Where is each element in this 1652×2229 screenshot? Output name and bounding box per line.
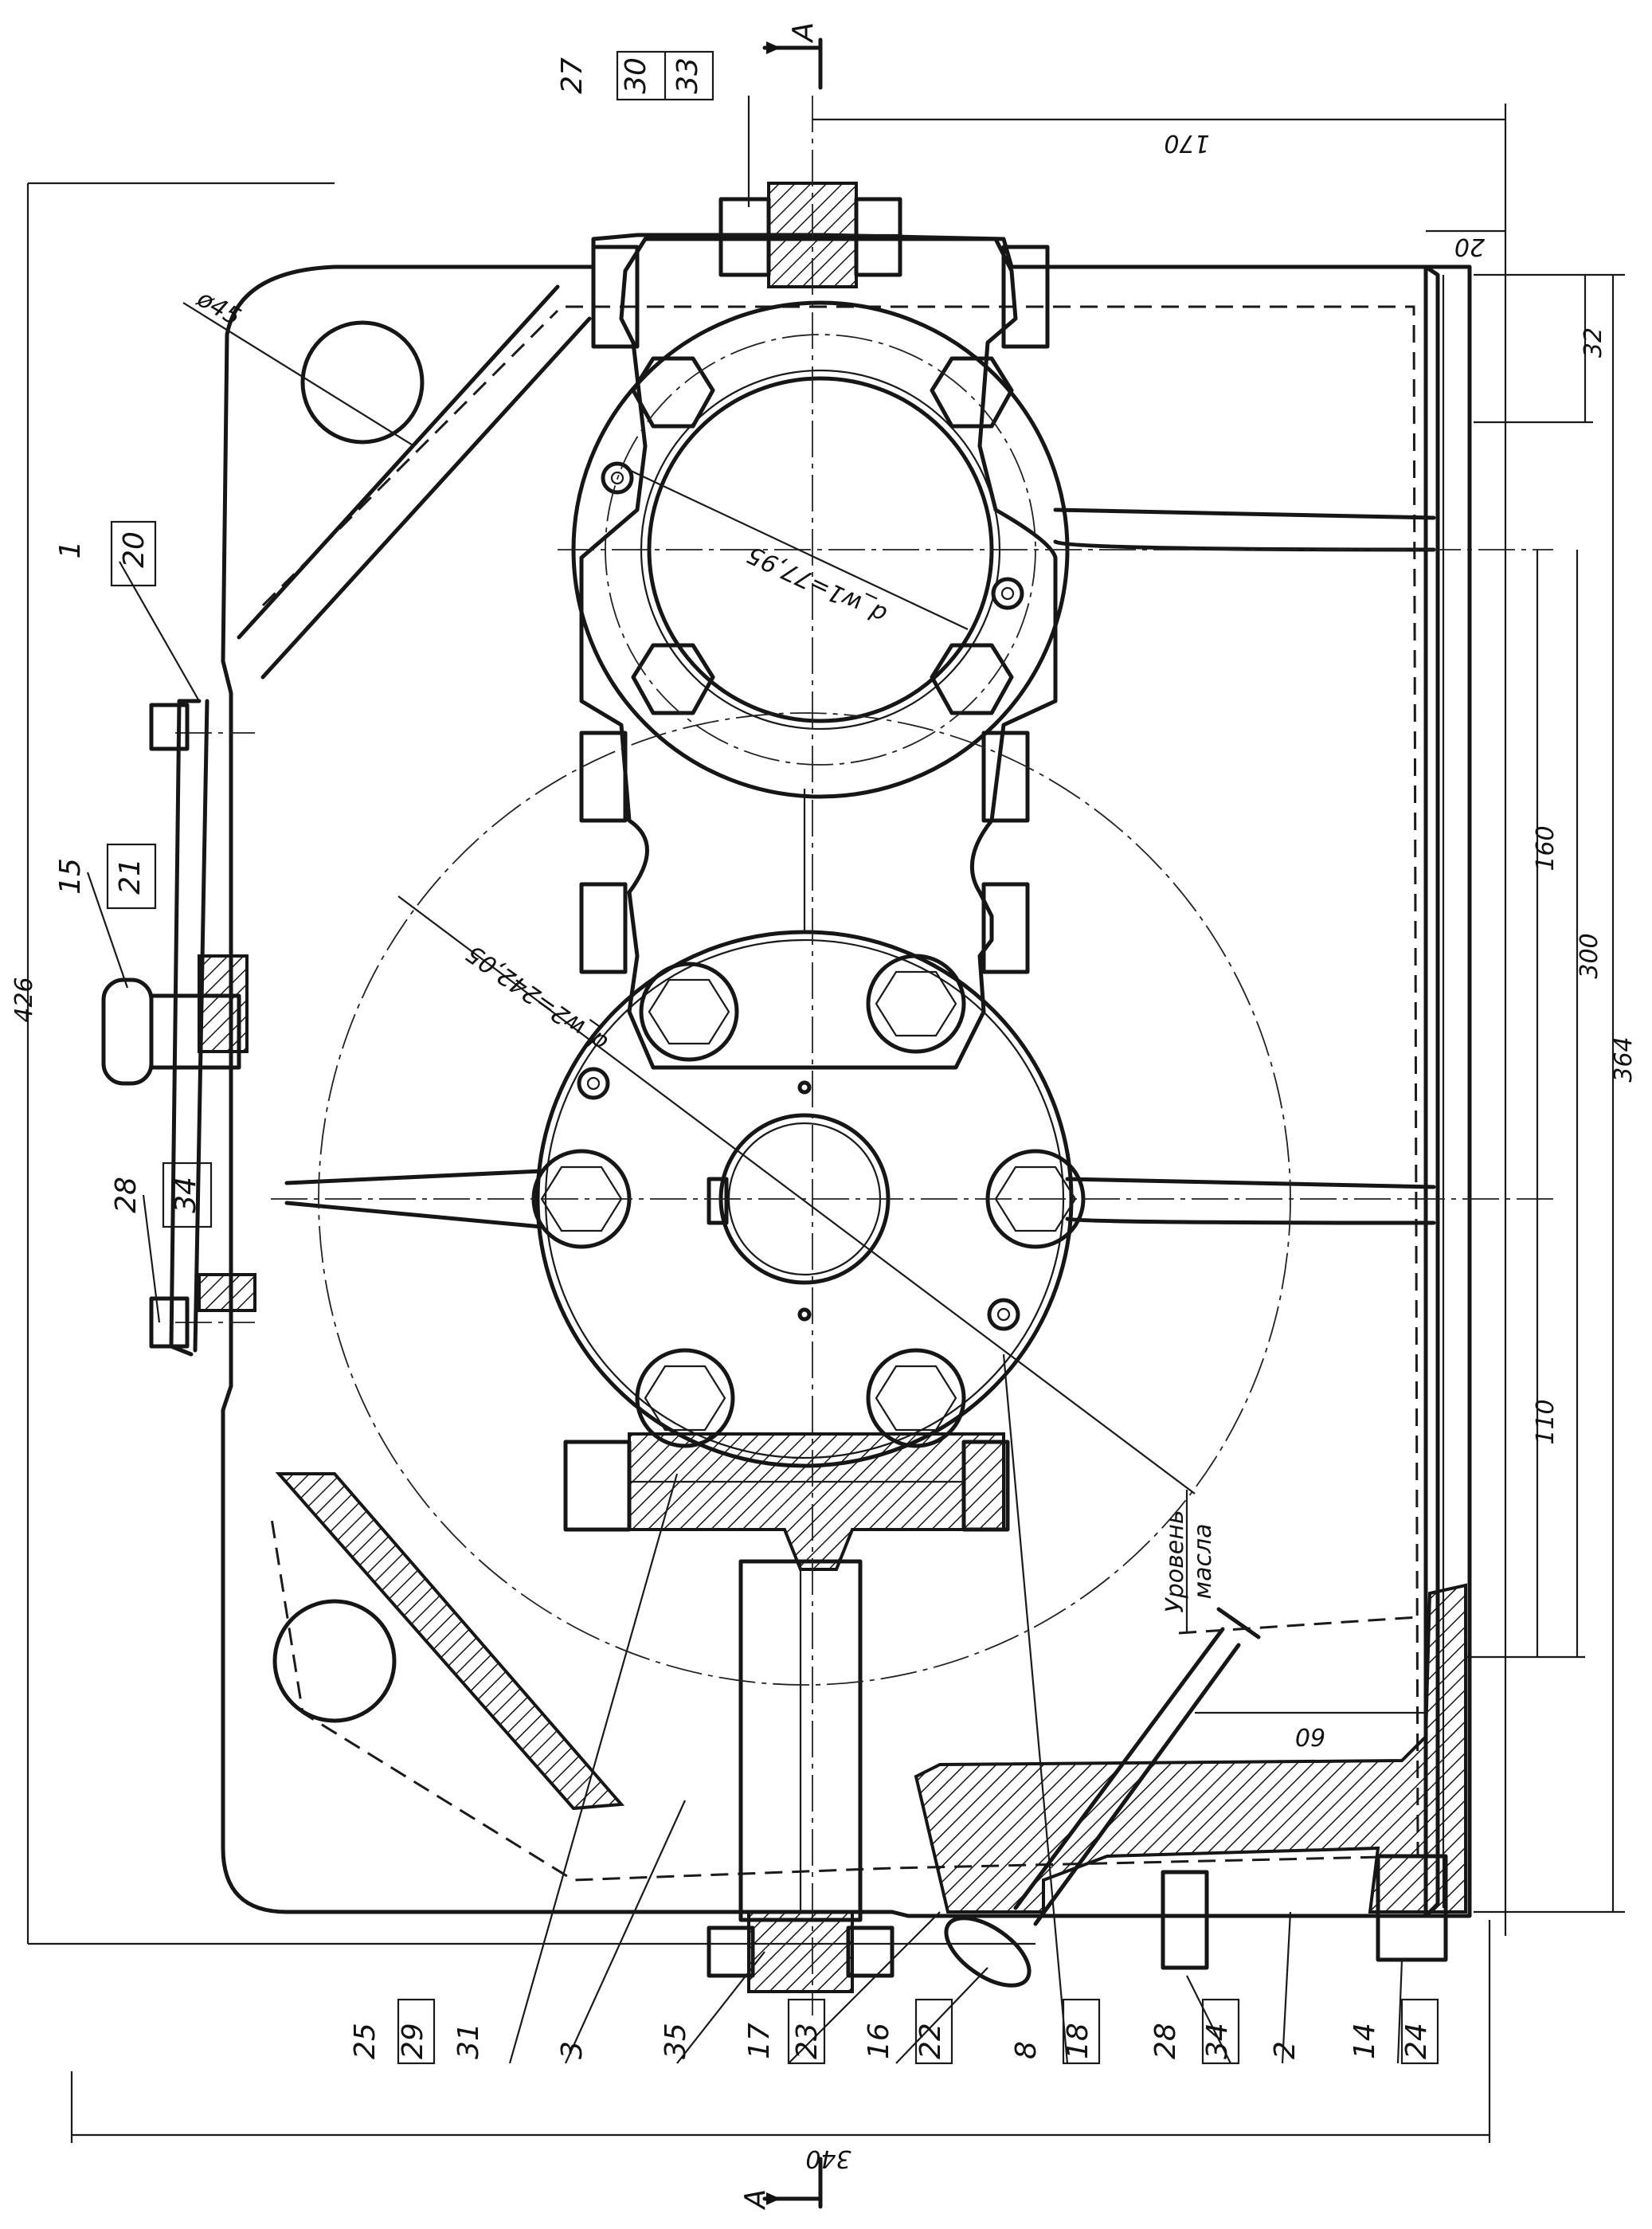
top-bolt-section [591, 182, 1050, 349]
svg-text:34: 34 [1201, 2023, 1234, 2059]
rib-middle-left [284, 1169, 544, 1229]
svg-text:23: 23 [791, 2023, 824, 2059]
position-labels-bottom: 25 29 31 3 35 17 23 16 22 8 18 28 34 2 1… [349, 1998, 1439, 2065]
section-marker-bottom [762, 2157, 823, 2209]
svg-text:24: 24 [1400, 2023, 1433, 2059]
position-leaders [86, 96, 1403, 2064]
dim-340: 340 [805, 2145, 851, 2172]
svg-text:25: 25 [349, 2023, 382, 2059]
rib-lower-left [275, 1472, 625, 1811]
dim-20: 20 [1454, 233, 1485, 261]
dipstick-knob [944, 1916, 1032, 1988]
section-letters: A A [739, 22, 820, 2211]
svg-text:28: 28 [110, 1177, 143, 1213]
svg-text:21: 21 [114, 858, 147, 895]
svg-text:17: 17 [743, 2023, 776, 2059]
section-letter-bottom: A [739, 2189, 772, 2211]
svg-text:15: 15 [54, 858, 87, 895]
svg-text:33: 33 [671, 57, 704, 94]
svg-text:28: 28 [1149, 2023, 1182, 2059]
housing-outline [221, 233, 1440, 1918]
breather-knob [101, 977, 154, 1086]
upper-boss [579, 237, 1058, 1070]
dimension-lines [26, 104, 1625, 2143]
upper-cover-bolts [601, 356, 1024, 715]
dim-60: 60 [1295, 1722, 1325, 1750]
svg-text:34: 34 [170, 1177, 202, 1213]
rib-upper [1053, 507, 1436, 552]
oil-level-label-1: Уровень [1161, 1510, 1189, 1612]
lifting-hole-top [300, 320, 425, 445]
section-letter-top: A [787, 22, 820, 44]
svg-text:22: 22 [914, 2023, 947, 2059]
svg-text:30: 30 [620, 57, 652, 94]
section-marker-top [762, 37, 823, 90]
oil-level-label-2: масла [1189, 1523, 1217, 1599]
svg-text:35: 35 [660, 2023, 692, 2059]
svg-text:1: 1 [54, 541, 87, 559]
svg-text:16: 16 [863, 2023, 895, 2059]
dim-300: 300 [1576, 933, 1603, 978]
svg-text:18: 18 [1062, 2023, 1094, 2059]
dim-gear2-diameter: d_w2=242,05 [461, 939, 613, 1057]
svg-text:8: 8 [1010, 2041, 1043, 2059]
svg-text:31: 31 [452, 2023, 485, 2059]
housing-wall-top-left [237, 284, 592, 680]
svg-text:29: 29 [397, 2023, 429, 2059]
dim-170: 170 [1164, 129, 1209, 157]
bottom-flange-section [628, 1432, 1005, 1571]
svg-text:20: 20 [118, 531, 151, 568]
rib-middle-right [1065, 1177, 1436, 1225]
svg-text:14: 14 [1349, 2023, 1381, 2059]
dim-160: 160 [1532, 825, 1560, 871]
oil-dipstick [1013, 1607, 1261, 1926]
side-bolts [579, 731, 1030, 974]
dim-110: 110 [1532, 1399, 1560, 1444]
dim-364: 364 [1610, 1036, 1638, 1082]
dim-gear1-diameter: d_w1=77,95 [743, 540, 891, 629]
lower-cover-bolts [531, 954, 1086, 1448]
svg-text:3: 3 [556, 2041, 589, 2059]
dim-426: 426 [10, 977, 38, 1022]
drain-section [914, 1583, 1467, 1914]
position-labels-top: 27 30 33 [556, 50, 714, 101]
lifting-hole-bottom [272, 1599, 397, 1723]
svg-text:2: 2 [1269, 2041, 1302, 2059]
svg-text:27: 27 [556, 57, 589, 94]
position-labels-left: 1 20 15 21 28 34 [54, 520, 213, 1228]
dim-32: 32 [1580, 327, 1607, 358]
